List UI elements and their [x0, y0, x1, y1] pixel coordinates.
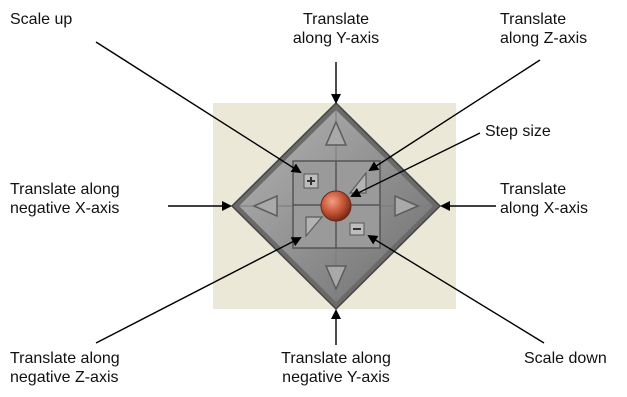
label-translate-neg-y: Translate along negative Y-axis	[256, 349, 416, 387]
minus-icon[interactable]	[350, 223, 364, 235]
label-step-size: Step size	[485, 122, 551, 141]
label-translate-neg-y-line2: negative Y-axis	[256, 368, 416, 387]
label-translate-neg-x: Translate along negative X-axis	[10, 180, 120, 218]
label-translate-x-line1: Translate	[500, 180, 588, 199]
label-translate-neg-y-line1: Translate along	[256, 349, 416, 368]
label-translate-y-line1: Translate	[271, 10, 401, 29]
label-scale-down-text: Scale down	[524, 349, 607, 368]
plus-icon[interactable]	[304, 174, 318, 188]
label-translate-y: Translate along Y-axis	[271, 10, 401, 48]
label-translate-neg-z-line2: negative Z-axis	[10, 368, 120, 387]
label-translate-z-line2: along Z-axis	[500, 29, 587, 48]
label-scale-up-text: Scale up	[10, 10, 72, 29]
label-translate-neg-z-line1: Translate along	[10, 349, 120, 368]
label-translate-z: Translate along Z-axis	[500, 10, 587, 48]
label-translate-x: Translate along X-axis	[500, 180, 588, 218]
label-translate-z-line1: Translate	[500, 10, 587, 29]
step-size-ball-icon[interactable]	[321, 191, 351, 221]
label-scale-down: Scale down	[524, 349, 607, 368]
label-scale-up: Scale up	[10, 10, 72, 29]
label-translate-neg-z: Translate along negative Z-axis	[10, 349, 120, 387]
label-step-size-text: Step size	[485, 122, 551, 141]
label-translate-x-line2: along X-axis	[500, 199, 588, 218]
label-translate-neg-x-line1: Translate along	[10, 180, 120, 199]
label-translate-neg-x-line2: negative X-axis	[10, 199, 120, 218]
label-translate-y-line2: along Y-axis	[271, 29, 401, 48]
